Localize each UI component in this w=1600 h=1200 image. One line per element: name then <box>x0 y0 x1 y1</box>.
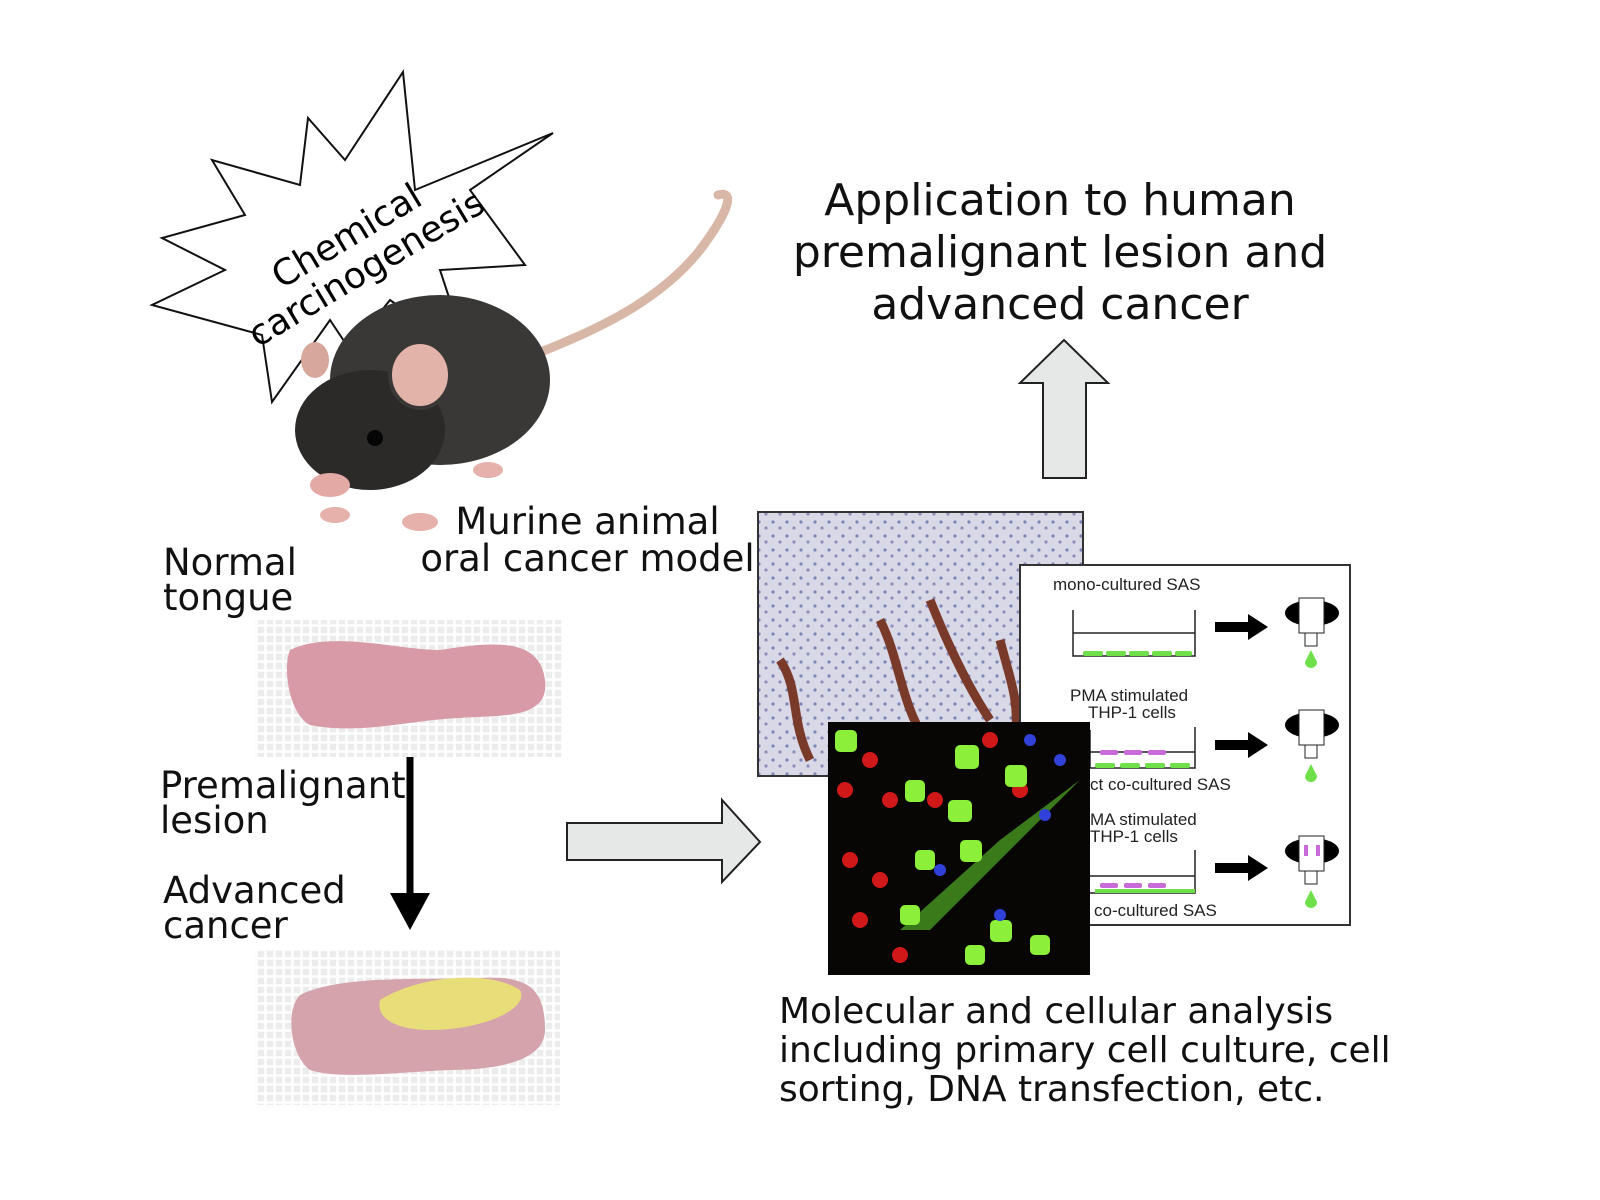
stage-label-premalignant-lesion: Premalignant lesion <box>160 764 406 842</box>
analysis-caption-line2: including primary cell culture, cell <box>779 1030 1391 1071</box>
row3-top-label-2: THP-1 cells <box>1090 827 1178 846</box>
arrow-icon <box>1215 855 1268 881</box>
row1-label: mono-cultured SAS <box>1053 575 1200 594</box>
analysis-caption: Molecular and cellular analysis includin… <box>779 992 1391 1109</box>
application-title-line1: Application to human <box>824 175 1296 226</box>
row3-top-label: MA stimulated <box>1090 810 1197 829</box>
sorter-icon <box>1285 835 1339 908</box>
row2-top-label-2: THP-1 cells <box>1088 703 1176 722</box>
mouse-model-caption: Murine animal oral cancer model <box>420 503 755 577</box>
mouse-caption-line1: Murine animal <box>455 500 720 543</box>
sorter-icon <box>1285 597 1339 668</box>
arrow-icon <box>1215 732 1268 758</box>
application-title-line3: advanced cancer <box>871 279 1249 330</box>
progression-arrow <box>390 757 430 930</box>
row3-bottom-label: co-cultured SAS <box>1094 901 1217 920</box>
row2-bottom-label: ct co-cultured SAS <box>1090 775 1231 794</box>
stage-label-advanced-cancer: Advanced cancer <box>163 869 346 947</box>
mouse-caption-line2: oral cancer model <box>420 537 755 580</box>
up-block-arrow <box>1017 338 1111 479</box>
row2-top-label: PMA stimulated <box>1070 686 1188 705</box>
fluorescence-image <box>828 722 1090 975</box>
stage-label-normal-tongue: Normal tongue <box>163 541 297 619</box>
mouse-image <box>295 189 733 531</box>
analysis-caption-line3: sorting, DNA transfection, etc. <box>779 1069 1325 1110</box>
arrow-icon <box>1215 614 1268 640</box>
normal-tongue-photo <box>255 620 562 757</box>
advanced-cancer-photo <box>255 950 560 1105</box>
sorter-icon <box>1285 709 1339 782</box>
application-title: Application to human premalignant lesion… <box>780 175 1340 331</box>
analysis-caption-line1: Molecular and cellular analysis <box>779 991 1334 1032</box>
application-title-line2: premalignant lesion and <box>792 227 1328 278</box>
right-block-arrow <box>566 797 762 885</box>
